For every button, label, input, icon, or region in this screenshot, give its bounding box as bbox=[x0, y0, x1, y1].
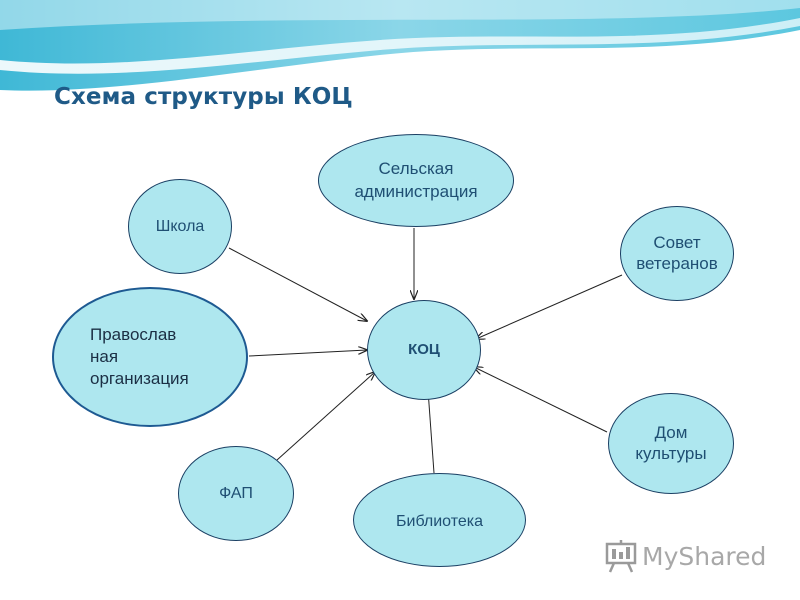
node-label: Православ ная организация bbox=[90, 324, 189, 389]
node-label: Сельская администрация bbox=[354, 159, 478, 201]
node-orthodox-organization: Православ ная организация bbox=[52, 287, 248, 427]
node-veterans-council: Совет ветеранов bbox=[620, 206, 734, 301]
arrow-church-to-koc bbox=[248, 350, 367, 357]
node-school: Школа bbox=[128, 179, 232, 274]
node-fap: ФАП bbox=[178, 446, 294, 541]
arrow-school-to-koc bbox=[228, 247, 367, 321]
arrow-fap-to-koc bbox=[276, 372, 375, 461]
header-wave-decoration bbox=[0, 0, 800, 91]
node-label: КОЦ bbox=[408, 340, 440, 358]
arrow-library-to-koc bbox=[428, 390, 435, 474]
node-label: Библиотека bbox=[396, 513, 483, 531]
arrow-culture-to-koc bbox=[474, 367, 608, 433]
node-label: ФАП bbox=[219, 484, 253, 502]
node-koc-center: КОЦ bbox=[367, 300, 481, 400]
slide-title: Схема структуры КОЦ bbox=[54, 84, 353, 110]
node-village-administration: Сельская администрация bbox=[318, 134, 514, 227]
node-label: Школа bbox=[155, 217, 205, 235]
node-house-of-culture: Дом культуры bbox=[608, 393, 734, 494]
node-label: Совет ветеранов bbox=[636, 232, 718, 273]
watermark-logo: MyShared bbox=[604, 536, 774, 576]
node-library: Библиотека bbox=[353, 473, 526, 567]
watermark-text: MyShared bbox=[642, 541, 767, 571]
presentation-board-icon bbox=[605, 540, 637, 573]
node-label: Дом культуры bbox=[635, 422, 707, 463]
arrow-veterans-to-koc bbox=[476, 274, 623, 339]
